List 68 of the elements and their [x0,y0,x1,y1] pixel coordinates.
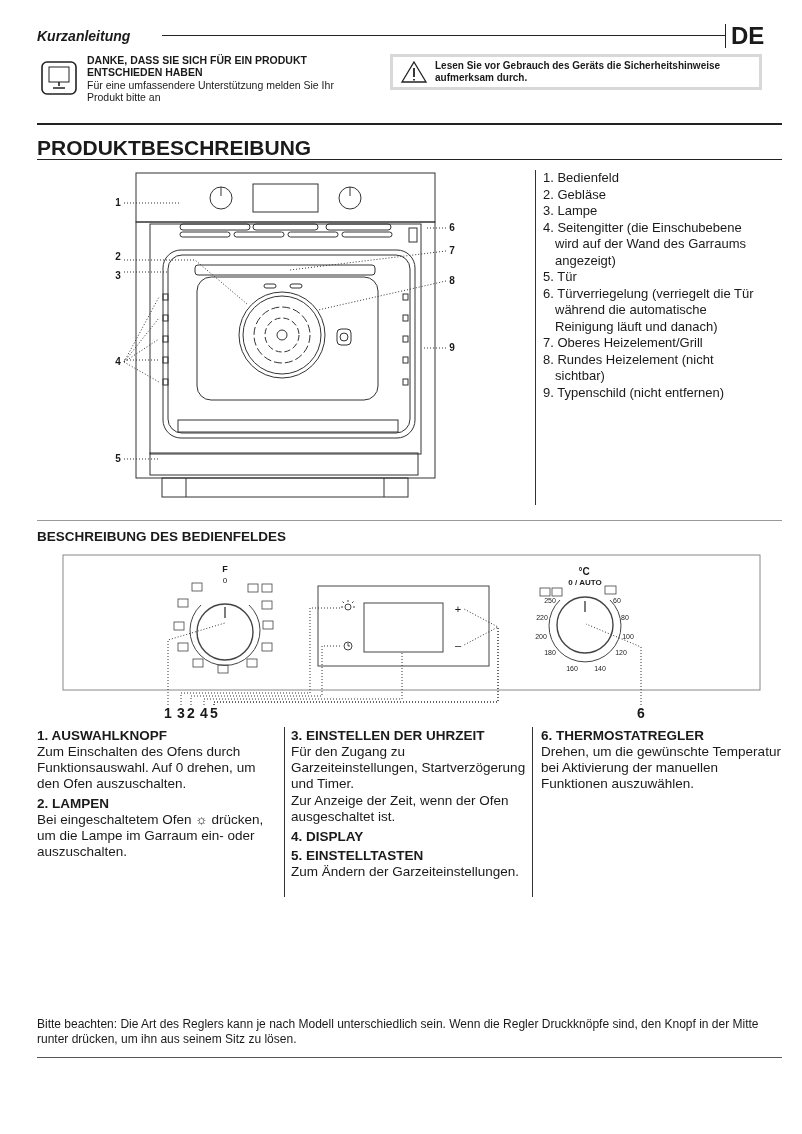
leader-line [123,361,160,383]
part-list-item: 5. Tür [543,269,578,286]
leader-line [123,259,248,305]
part-list-item: 3. Lampe [543,203,599,220]
leader-line [289,250,447,271]
part-list-item: 6. Türverriegelung (verriegelt die Tür während die automatische Reinigung läuft und danach) [543,285,755,335]
leader-line [123,271,169,273]
callout-number: 5 [113,452,123,466]
leader-line [123,458,161,460]
registration-note: Für eine umfassendere Unterstützung melden Sie Ihr Produkt bitte an [87,79,335,103]
item-description: Zum Ändern der Garzeiteinstellungen. [291,864,521,880]
callout-number: 6 [447,221,457,235]
leader-line [317,280,447,311]
leader-line [123,338,160,363]
item-description: Zum Einschalten des Ofens durch Funktionsauswahl. Auf 0 drehen, um den Ofen auszuschalten. [37,744,257,792]
item-heading: 1. AUSWAHLKNOPF [37,727,168,744]
part-list-item: 1. Bedienfeld [543,170,620,187]
dial-label: F [222,564,228,574]
adjust-key: + [453,602,463,616]
callout-number: 9 [447,341,457,355]
callout-number: 2 [186,706,196,720]
callout-number: 5 [209,706,219,720]
part-list-item: 4. Seitengitter (die Einschubebene wird auf der Wand des Garraums angezeigt) [543,219,747,269]
item-heading: 4. DISPLAY [291,828,365,845]
dial-label: 0 [222,577,228,585]
item-description: Für den Zugang zu Garzeiteinstellungen, Startverzögerung und Timer. [291,744,527,792]
leader-line [190,645,341,706]
callout-number: 1 [113,196,123,210]
item-heading: 6. THERMOSTATREGLER [541,727,705,744]
item-description: Drehen, um die gewünschte Temperatur bei Aktivierung der manuellen Funktionen auszuwählen. [541,744,782,792]
item-heading: 3. EINSTELLEN DER UHRZEIT [291,727,486,744]
callout-number: 3 [176,706,186,720]
item-description: Zur Anzeige der Zeit, wenn der Ofen ausgeschaltet ist. [291,793,510,825]
section-title: PRODUKTBESCHREIBUNG [37,136,312,160]
dial-label: °C [578,567,590,577]
adjust-key: – [453,638,463,652]
item-heading: 2. LAMPEN [37,795,110,812]
callout-number: 2 [113,250,123,264]
safety-notice: Lesen Sie vor Gebrauch des Geräts die Sicherheitshinweise aufmerksam durch. [435,60,722,84]
item-description: Bei eingeschaltetem Ofen ☼ drücken, um die Lampe im Garraum ein- oder auszuschalten. [37,812,265,860]
leader-line [585,623,642,706]
footnote: Bitte beachten: Die Art des Reglers kann je nach Modell unterschiedlich sein. Wenn die Regler Druckknöpfe sind, den Knopf in der Mitte runter drücken, um ihn aus seinem Sitz zu lösen. [37,1017,760,1047]
callout-number: 4 [113,355,123,369]
document-type: Kurzanleitung [37,27,131,46]
leader-line [421,347,447,349]
callout-number: 6 [636,706,646,720]
thank-you-heading: DANKE, DASS SIE SICH FÜR EIN PRODUKT ENTSCHIEDEN HABEN [87,54,308,78]
part-list-item: 8. Rundes Heizelement (nicht sichtbar) [543,351,715,385]
callout-number: 4 [199,706,209,720]
section-heading: BESCHREIBUNG DES BEDIENFELDES [37,528,287,546]
leader-line [425,227,447,229]
leader-line [180,607,341,706]
language-code: DE [731,22,765,50]
part-list-item: 2. Gebläse [543,186,607,203]
callout-number: 1 [163,706,173,720]
leader-line [123,317,160,363]
item-heading: 5. EINSTELLTASTEN [291,847,425,864]
leader-line [203,651,403,706]
callout-number: 7 [447,244,457,258]
leader-line [123,202,181,204]
leader-line [167,622,226,706]
part-list-item: 7. Oberes Heizelement/Grill [543,335,704,352]
part-list-item: 9. Typenschild (nicht entfernen) [543,384,726,401]
warning-box [390,54,762,90]
callout-number: 8 [447,274,457,288]
dial-label: 0 / AUTO [568,579,602,587]
callout-number: 3 [113,269,123,283]
leader-line [123,359,160,361]
